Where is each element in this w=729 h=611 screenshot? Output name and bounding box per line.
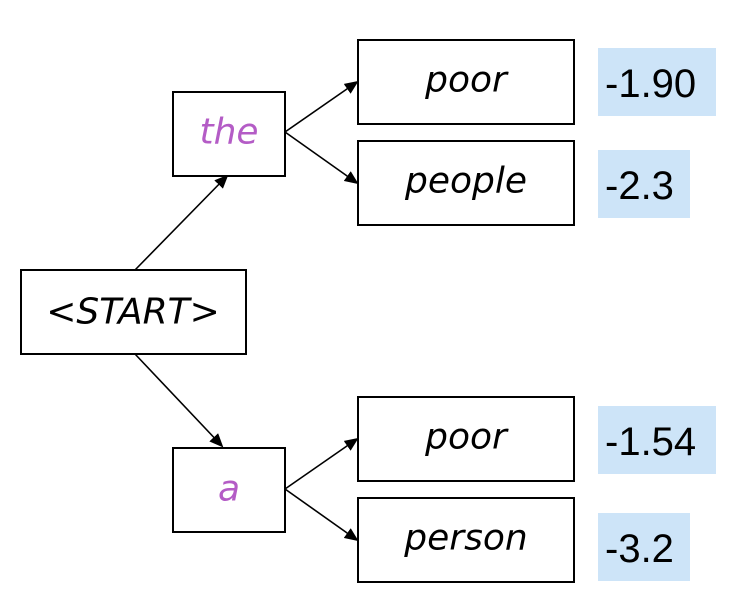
edge-start-to-the <box>134 174 229 271</box>
node-a-person: person <box>357 497 575 583</box>
score-the-people-value: -2.3 <box>605 164 674 208</box>
node-a-label: a <box>218 469 240 510</box>
score-the-people: -2.3 <box>598 150 690 218</box>
score-the-poor: -1.90 <box>598 48 716 116</box>
node-the-poor-label: poor <box>424 60 509 101</box>
node-start-label: <START> <box>46 292 220 333</box>
node-the-label: the <box>199 112 258 153</box>
score-a-poor: -1.54 <box>598 406 716 474</box>
edge-the-to-poor <box>284 80 359 133</box>
node-a-poor: poor <box>357 396 575 482</box>
node-the-people: people <box>357 140 575 226</box>
node-start: <START> <box>20 269 247 355</box>
node-the: the <box>172 91 286 177</box>
edge-a-to-poor <box>284 437 359 490</box>
node-the-people-label: people <box>404 161 527 202</box>
edge-start-to-a <box>134 353 224 448</box>
node-a: a <box>172 447 286 533</box>
score-a-person: -3.2 <box>598 513 690 581</box>
score-a-person-value: -3.2 <box>605 527 674 571</box>
edge-the-to-people <box>284 131 359 185</box>
score-the-poor-value: -1.90 <box>605 62 696 106</box>
node-a-person-label: person <box>403 518 527 559</box>
node-a-poor-label: poor <box>424 417 509 458</box>
score-a-poor-value: -1.54 <box>605 420 696 464</box>
edge-a-to-person <box>284 488 359 542</box>
node-the-poor: poor <box>357 39 575 125</box>
